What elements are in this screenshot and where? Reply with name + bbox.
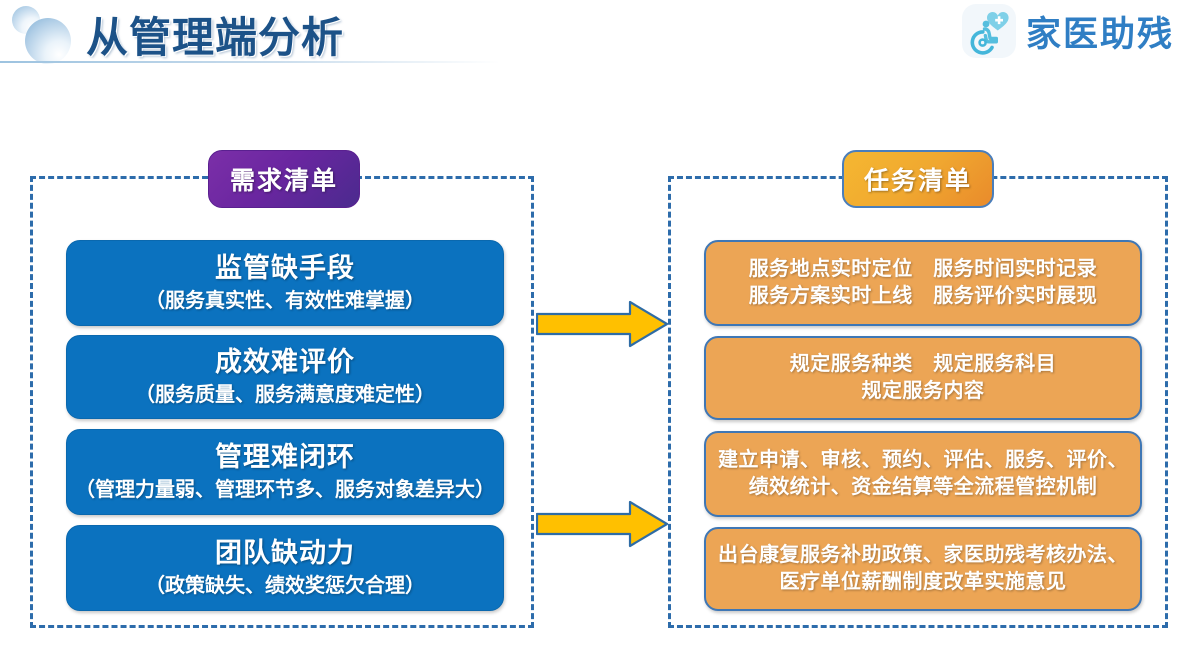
- tasks-panel: 任务清单: [668, 150, 1168, 628]
- task-item[interactable]: 规定服务种类 规定服务科目 规定服务内容: [704, 336, 1142, 420]
- requirement-item-head: 团队缺动力: [215, 538, 355, 569]
- requirement-item-sub: （服务质量、服务满意度难定性）: [135, 383, 435, 406]
- wheelchair-heart-icon: [961, 4, 1016, 58]
- brand-name: 家医助残: [1025, 14, 1174, 54]
- bubbles-decoration-large-icon: [25, 18, 71, 64]
- task-item[interactable]: 出台康复服务补助政策、家医助残考核办法、 医疗单位薪酬制度改革实施意见: [704, 527, 1142, 611]
- task-item[interactable]: 建立申请、审核、预约、评估、服务、评价、 绩效统计、资金结算等全流程管控机制: [704, 431, 1142, 517]
- requirement-item-head: 管理难闭环: [215, 442, 355, 473]
- requirement-item-sub: （服务真实性、有效性难掌握）: [145, 289, 425, 312]
- tasks-panel-badge: 任务清单: [842, 150, 994, 208]
- task-item-line1: 出台康复服务补助政策、家医助残考核办法、: [718, 544, 1128, 567]
- task-item-line2: 绩效统计、资金结算等全流程管控机制: [748, 476, 1098, 498]
- brand-logo: 家医助残: [961, 2, 1174, 60]
- task-item-line1: 建立申请、审核、预约、评估、服务、评价、: [718, 449, 1128, 472]
- task-item-line2: 规定服务内容: [861, 380, 985, 402]
- requirement-item-sub: （政策缺失、绩效奖惩欠合理）: [145, 574, 425, 597]
- page-header: 从管理端分析 家医助残: [0, 0, 1182, 68]
- requirements-panel: 需求清单: [30, 150, 534, 628]
- requirement-item[interactable]: 团队缺动力 （政策缺失、绩效奖惩欠合理）: [66, 525, 504, 611]
- task-item-line1: 规定服务种类 规定服务科目: [789, 353, 1057, 376]
- requirement-item-head: 成效难评价: [215, 347, 355, 378]
- task-item-line2: 服务方案实时上线 服务评价实时展现: [748, 285, 1098, 307]
- task-item-line2: 医疗单位薪酬制度改革实施意见: [779, 571, 1067, 593]
- flow-arrow-bottom-icon: [535, 500, 669, 548]
- requirements-panel-badge: 需求清单: [208, 150, 360, 208]
- requirement-item[interactable]: 管理难闭环 （管理力量弱、管理环节多、服务对象差异大）: [66, 429, 504, 515]
- page-title: 从管理端分析: [86, 14, 345, 61]
- task-item[interactable]: 服务地点实时定位 服务时间实时记录 服务方案实时上线 服务评价实时展现: [704, 240, 1142, 326]
- requirement-item[interactable]: 监管缺手段 （服务真实性、有效性难掌握）: [66, 240, 504, 326]
- requirement-item-sub: （管理力量弱、管理环节多、服务对象差异大）: [75, 478, 495, 501]
- task-item-line1: 服务地点实时定位 服务时间实时记录: [748, 258, 1098, 281]
- title-underline-divider: [0, 61, 500, 63]
- requirement-item[interactable]: 成效难评价 （服务质量、服务满意度难定性）: [66, 335, 504, 419]
- requirement-item-head: 监管缺手段: [215, 253, 355, 284]
- flow-arrow-top-icon: [535, 300, 669, 348]
